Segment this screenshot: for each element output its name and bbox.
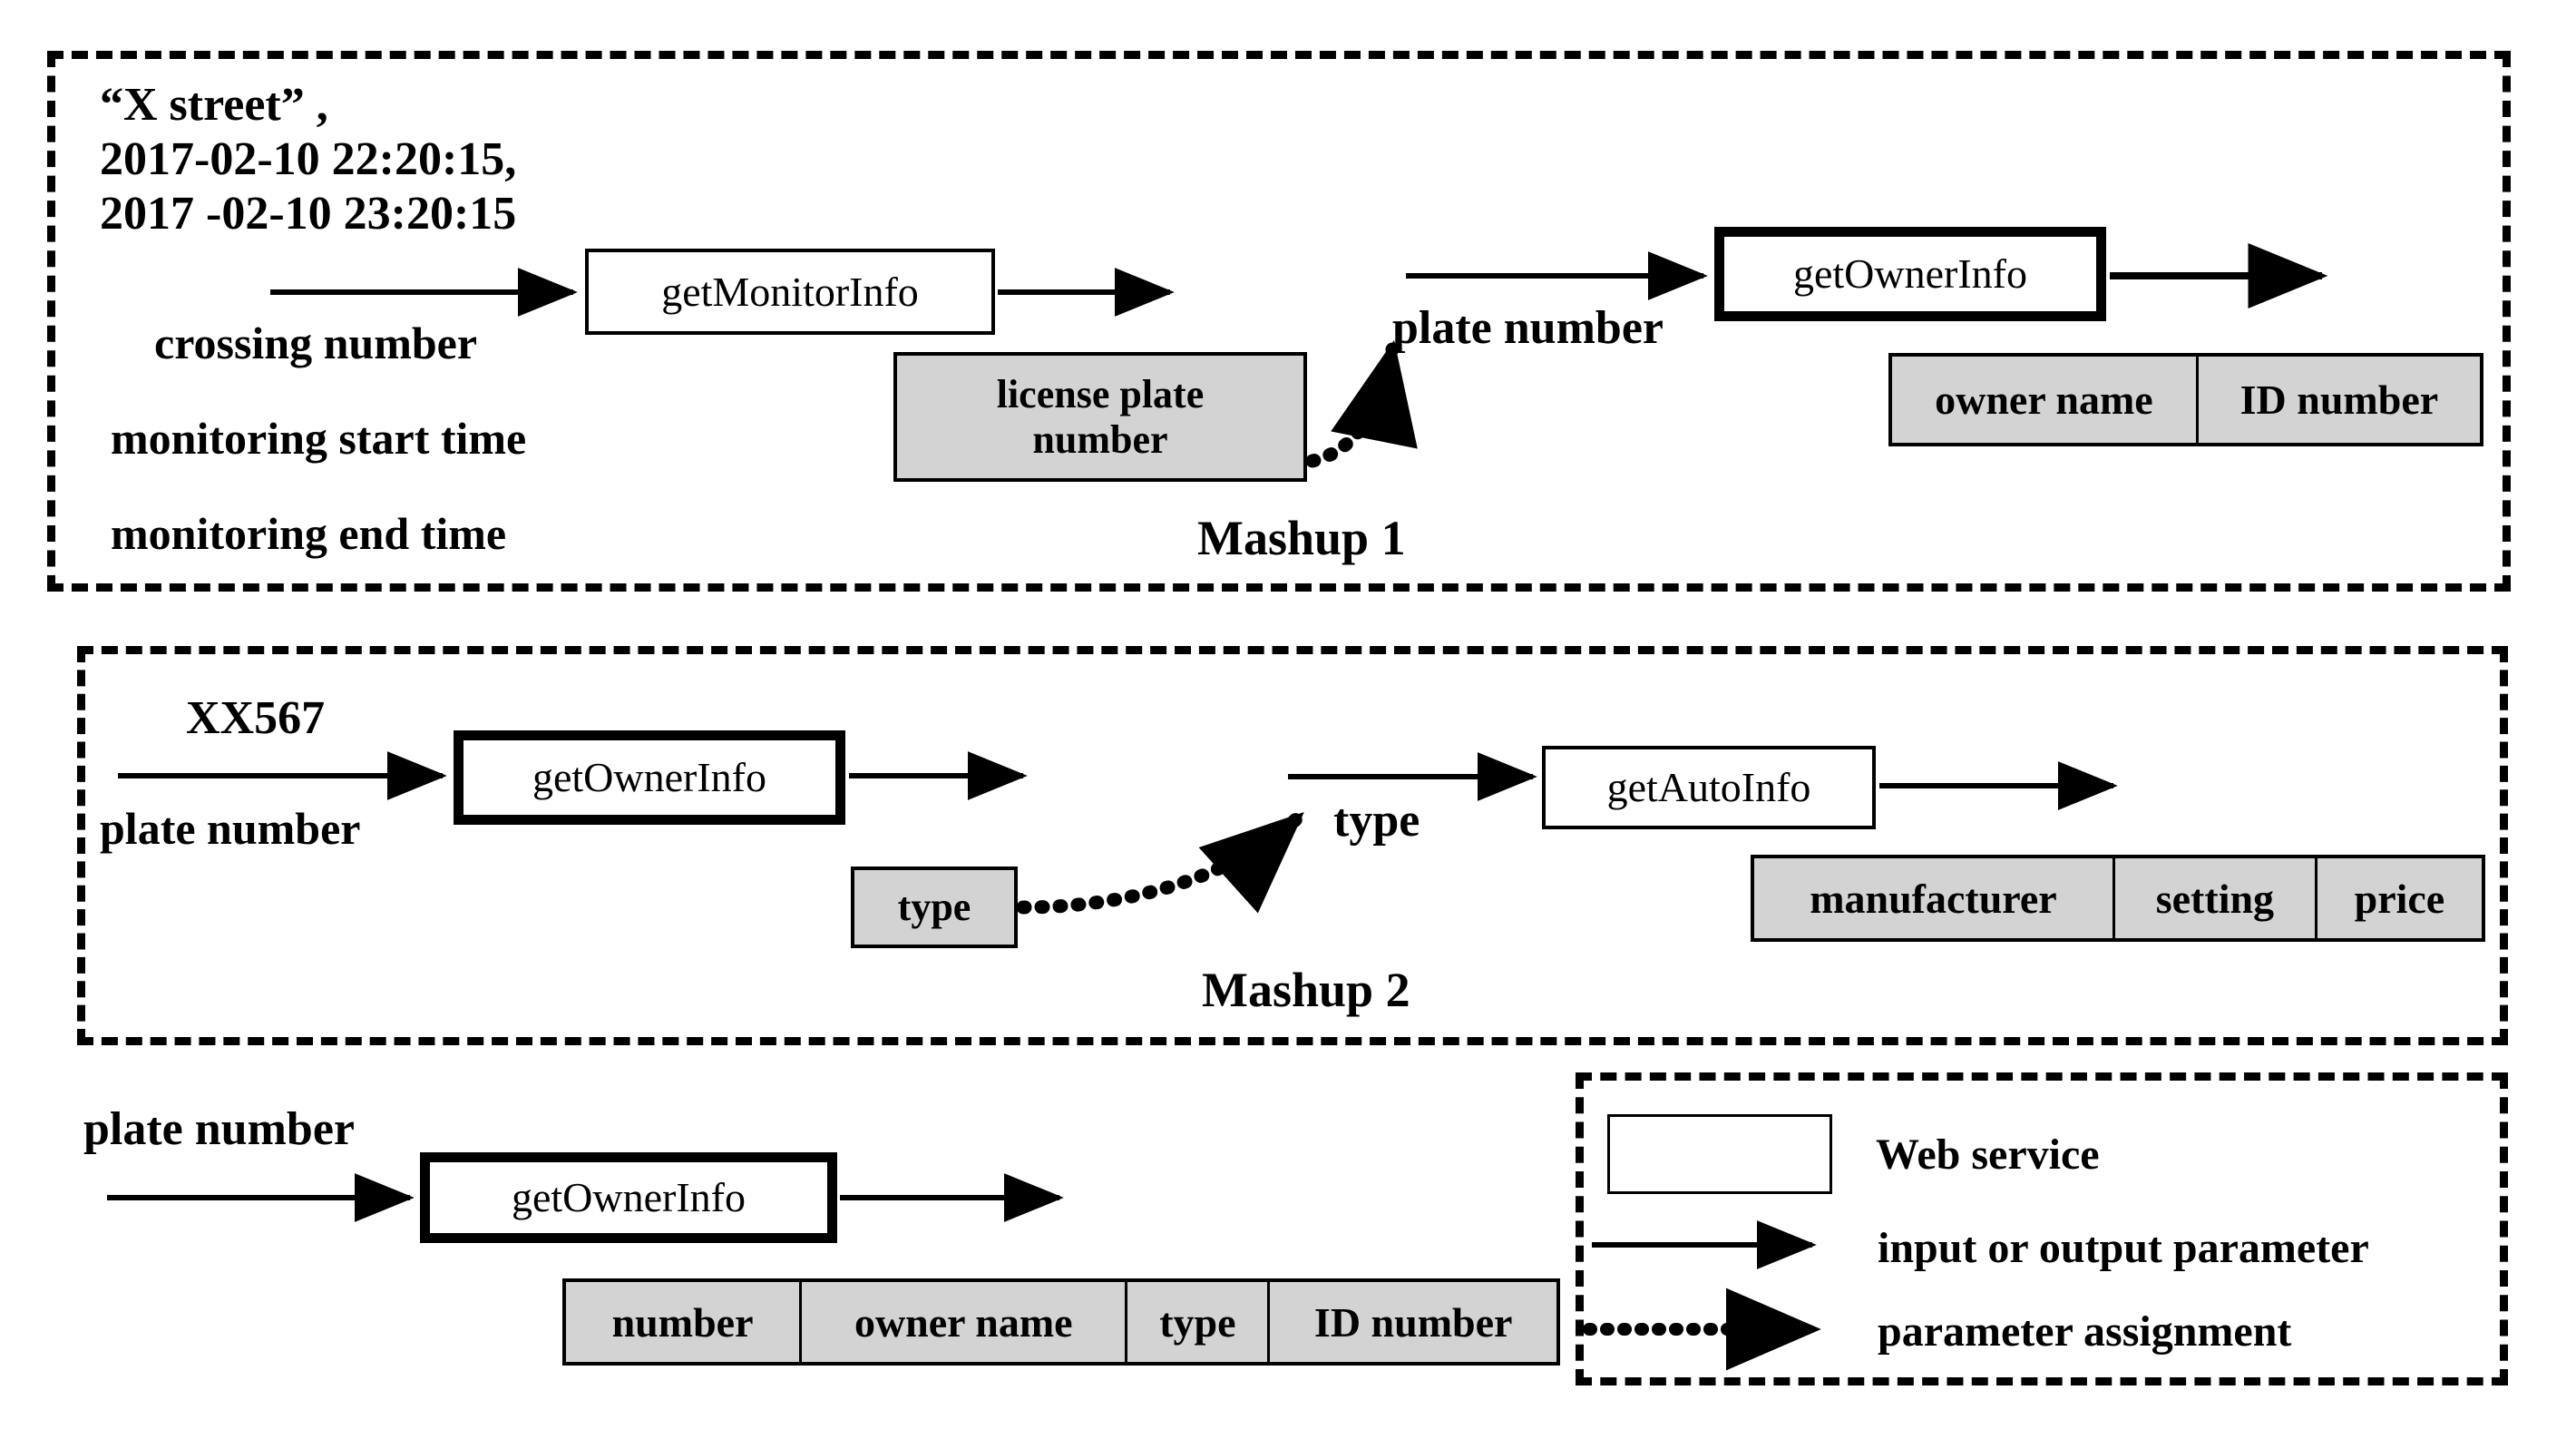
legend-container (1576, 1072, 2508, 1385)
mashup1-input-param-monitoring-start-time: monitoring start time (111, 413, 527, 464)
single-input-param-plate-number: plate number (83, 1103, 355, 1155)
param-box-type-mashup2: type (851, 866, 1018, 948)
mashup2-assigned-param-type: type (1333, 795, 1420, 847)
mashup1-input-param-monitoring-end-time: monitoring end time (111, 508, 507, 559)
mashup2-input-param-plate-number: plate number (100, 803, 361, 854)
result-table-single: number owner name type ID number (562, 1278, 1560, 1366)
mashup2-input-literal: XX567 (186, 692, 326, 744)
table-cell: number (566, 1282, 803, 1362)
table-cell: ID number (1313, 1298, 1513, 1346)
table-cell: owner name (802, 1282, 1128, 1362)
mashup1-assigned-param-plate-number: plate number (1392, 302, 1664, 354)
table-cell: setting (2115, 858, 2317, 938)
result-table-mashup2: manufacturer setting price (1751, 855, 2485, 942)
service-box-getownerinfo-single[interactable]: getOwnerInfo (420, 1152, 837, 1243)
table-cell: owner name (1892, 357, 2199, 443)
mashup1-input-param-crossing-number: crossing number (154, 318, 478, 368)
table-cell: manufacturer (1754, 858, 2115, 938)
mashup-2-container (77, 646, 2508, 1045)
table-cell: price (2354, 875, 2445, 922)
legend-label-parameter-assignment: parameter assignment (1878, 1307, 2292, 1356)
service-box-getmonitorinfo[interactable]: getMonitorInfo (585, 249, 995, 335)
mashup1-caption: Mashup 1 (1197, 511, 1406, 565)
service-box-getownerinfo-mashup2[interactable]: getOwnerInfo (454, 730, 845, 825)
legend-label-input-output-parameter: input or output parameter (1878, 1224, 2369, 1272)
service-box-getownerinfo-mashup1[interactable]: getOwnerInfo (1714, 227, 2106, 321)
param-box-license-plate-number: license plate number (893, 352, 1307, 482)
legend-label-web-service: Web service (1876, 1131, 2100, 1179)
result-table-mashup1: owner name ID number (1888, 353, 2483, 446)
service-box-getautoinfo[interactable]: getAutoInfo (1542, 746, 1876, 829)
table-cell: ID number (2239, 377, 2439, 423)
table-cell: type (1127, 1282, 1271, 1362)
mashup2-caption: Mashup 2 (1202, 963, 1410, 1017)
legend-web-service-swatch (1607, 1114, 1832, 1194)
mashup-1-container (47, 51, 2511, 592)
mashup1-input-literals: “X street” , 2017-02-10 22:20:15, 2017 -… (100, 79, 517, 240)
